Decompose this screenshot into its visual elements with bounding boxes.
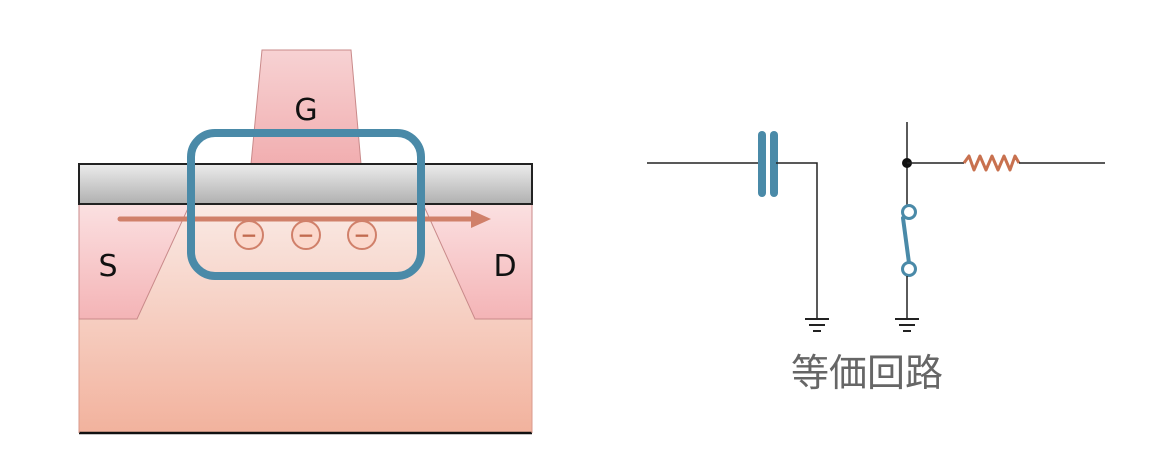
drain-label: D (493, 249, 516, 284)
electron-symbol: − (354, 223, 371, 247)
ground-icon (805, 318, 829, 332)
equivalent-circuit: 等価回路 (647, 122, 1105, 395)
capacitor-icon (758, 131, 778, 197)
mosfet-cross-section: − − − G S D (78, 49, 533, 435)
oxide-layer (78, 163, 533, 205)
channel-highlight-box (187, 129, 425, 280)
resistor-icon (962, 154, 1021, 172)
switch-icon (901, 204, 917, 277)
source-label: S (98, 249, 117, 284)
equivalent-circuit-caption: 等価回路 (791, 351, 943, 395)
channel-arrow-head (471, 210, 491, 228)
electron-1: − (234, 220, 264, 250)
electron-2: − (291, 220, 321, 250)
gate-label: G (294, 93, 317, 128)
electron-symbol: − (298, 223, 315, 247)
capacitor-ground-wire (776, 162, 818, 318)
electron-3: − (347, 220, 377, 250)
electron-symbol: − (241, 223, 258, 247)
ground-icon (895, 318, 919, 332)
